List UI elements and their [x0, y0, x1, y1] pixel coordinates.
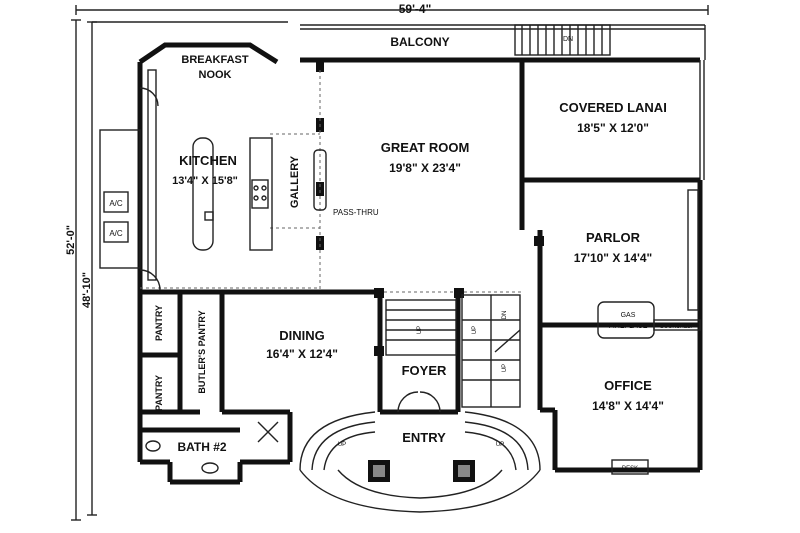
gas-fireplace-label: GAS	[621, 312, 636, 319]
dining-size: 16'4" X 12'4"	[266, 347, 338, 361]
exterior-walls	[137, 24, 706, 485]
pantry-lower-label: PANTRY	[154, 375, 164, 411]
parlor-label: PARLOR	[586, 230, 641, 245]
kitchen-label: KITCHEN	[179, 153, 237, 168]
stair-dn-label: DN	[502, 311, 508, 320]
gas-fireplace-label-2: FIREPLACE	[609, 323, 648, 330]
outer-depth-dimension: 52'-0"	[65, 225, 77, 255]
dimension-lines	[71, 5, 709, 521]
parlor-size: 17'10" X 14'4"	[574, 251, 652, 265]
great-room-size: 19'8" X 23'4"	[389, 161, 461, 175]
bath-fixtures	[145, 421, 279, 474]
pass-thru-label: PASS-THRU	[333, 208, 379, 217]
width-dimension: 59'-4"	[399, 2, 432, 16]
balcony-stair-label: DN	[563, 36, 573, 43]
lanai-size: 18'5" X 12'0"	[577, 121, 649, 135]
lanai-label: COVERED LANAI	[559, 100, 667, 115]
great-room-label: GREAT ROOM	[381, 140, 470, 155]
pantry-upper-label: PANTRY	[154, 305, 164, 341]
foyer-label: FOYER	[402, 363, 447, 378]
stair-up-label: UP	[417, 326, 423, 334]
desk-label: DESK	[622, 466, 638, 472]
entry-steps	[299, 391, 541, 513]
breakfast-nook-label: BREAKFAST	[181, 54, 249, 66]
ac-label-2: A/C	[109, 229, 123, 238]
entry-stair-up-left: UP	[338, 442, 346, 448]
bath2-label: BATH #2	[177, 440, 226, 454]
gallery-label: GALLERY	[289, 155, 301, 208]
office-desk	[611, 459, 649, 475]
bookshelf-label: BOOKSHELF	[660, 324, 694, 330]
dining-label: DINING	[279, 328, 325, 343]
butlers-pantry-label: BUTLER'S PANTRY	[197, 310, 207, 393]
kitchen-fixtures	[99, 69, 327, 291]
dashed-openings	[140, 70, 522, 293]
balcony-stair	[514, 24, 611, 56]
office-size: 14'8" X 14'4"	[592, 399, 664, 413]
entry-stair-up-right: UP	[496, 442, 504, 448]
entry-label: ENTRY	[402, 430, 446, 445]
inner-depth-dimension: 48'-10"	[81, 272, 93, 308]
balcony-label: BALCONY	[390, 35, 449, 49]
kitchen-size: 13'4" X 15'8"	[172, 175, 238, 187]
stair-up-label-2: UP	[472, 326, 478, 334]
stair-up-label-3: UP	[502, 364, 508, 372]
breakfast-nook-label-2: NOOK	[199, 69, 232, 81]
fireplace-unit	[597, 189, 701, 339]
office-label: OFFICE	[604, 378, 652, 393]
main-stair	[385, 294, 521, 408]
ac-label-1: A/C	[109, 199, 123, 208]
interior-walls	[140, 60, 700, 440]
